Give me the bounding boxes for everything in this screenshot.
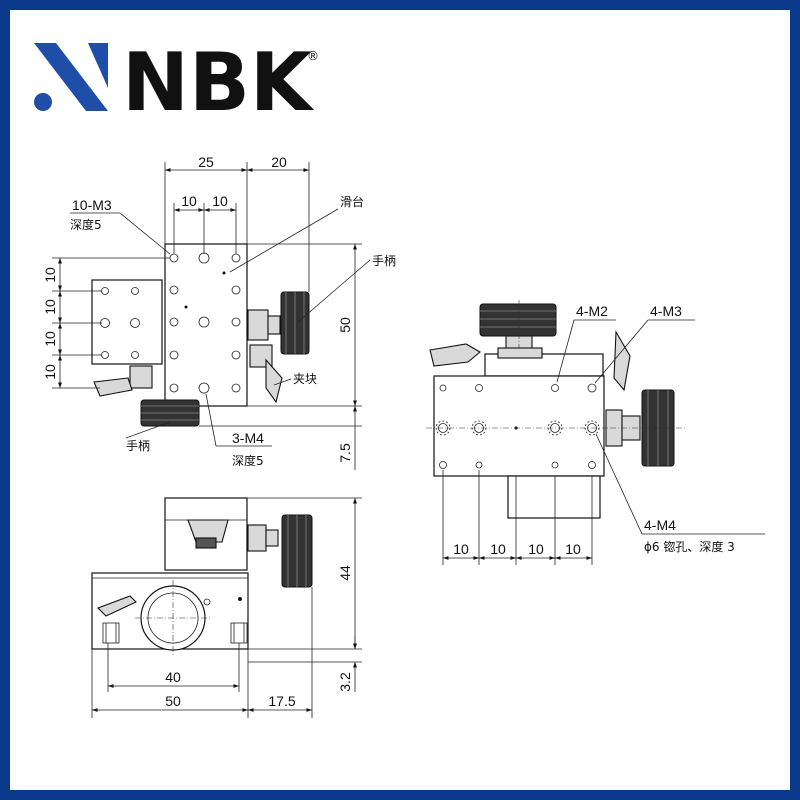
side-view: 4-M2 4-M3 4-M4 ϕ6 锪孔、深度 3 10 10 10 10 — [426, 300, 765, 565]
top-view: 25 20 10 10 10 10 10 10 50 7.5 10-M3 — [42, 154, 396, 470]
right-handle-icon — [247, 291, 310, 355]
label-holes-10-m3: 10-M3 — [72, 197, 112, 213]
drawing-frame: NBK ® — [10, 10, 790, 790]
dim-width-40: 40 — [165, 669, 181, 685]
clamp-lever-icon — [249, 344, 283, 404]
base-threaded-holes — [102, 622, 248, 644]
dim-width-50: 50 — [165, 693, 181, 709]
label-4-m3: 4-M3 — [650, 303, 682, 319]
dim-left-3: 10 — [42, 331, 58, 347]
dim-width-17-5: 17.5 — [268, 693, 295, 709]
nbk-logo: NBK ® — [34, 36, 319, 129]
side-lower-block — [507, 475, 601, 519]
label-handle-right: 手柄 — [372, 254, 396, 268]
side-main-body — [433, 375, 605, 477]
dim-height-50: 50 — [337, 317, 353, 333]
slide-table — [164, 243, 248, 407]
logo-text: NBK — [122, 36, 315, 129]
dim-pitch-b: 10 — [212, 193, 228, 209]
dim-bottom-7-5: 7.5 — [337, 443, 353, 463]
side-right-knob-icon — [605, 330, 685, 467]
label-holes-3-m4: 3-M4 — [232, 430, 264, 446]
label-4-m2: 4-M2 — [576, 303, 608, 319]
base-knob-icon — [135, 580, 211, 656]
label-clamp: 夹块 — [293, 372, 317, 386]
dim-left-2: 10 — [42, 299, 58, 315]
dim-height-44: 44 — [337, 565, 353, 581]
dim-left-4: 10 — [42, 364, 58, 380]
lower-stage-plate — [91, 279, 163, 365]
front-clamp-lever-icon — [97, 595, 137, 617]
dim-base-3-2: 3.2 — [337, 672, 353, 692]
label-depth-5-top: 深度5 — [70, 217, 102, 232]
label-4-m4: 4-M4 — [644, 517, 676, 533]
dim-width-25: 25 — [198, 154, 214, 170]
side-body-holes — [426, 383, 608, 469]
dim-pitch-4: 10 — [565, 541, 581, 557]
front-handle-icon — [247, 514, 313, 588]
logo-registered-mark: ® — [307, 49, 319, 63]
label-slide: 滑台 — [340, 194, 364, 209]
nbk-logo-mark-icon — [34, 43, 108, 111]
front-view: 44 3.2 40 50 17.5 — [91, 497, 362, 718]
bottom-handle-icon — [93, 365, 200, 427]
dim-left-1: 10 — [42, 267, 58, 283]
label-handle-bottom: 手柄 — [126, 439, 150, 453]
dim-pitch-3: 10 — [528, 541, 544, 557]
side-left-lever-icon — [429, 343, 481, 367]
label-depth-5-bottom: 深度5 — [232, 453, 264, 468]
technical-drawing: NBK ® — [34, 36, 765, 718]
dim-pitch-1: 10 — [453, 541, 469, 557]
dim-pitch-2: 10 — [490, 541, 506, 557]
label-counterbore: ϕ6 锪孔、深度 3 — [644, 539, 735, 554]
dim-pitch-a: 10 — [181, 193, 197, 209]
dim-width-20: 20 — [271, 154, 287, 170]
